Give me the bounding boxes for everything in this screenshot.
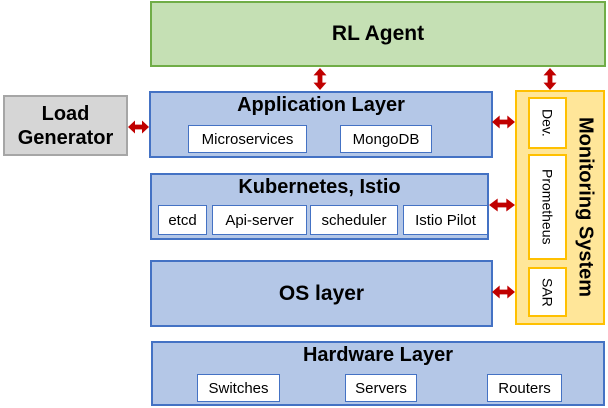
load-generator-title: Load Generator [17, 102, 114, 149]
hardware-layer-title: Hardware Layer [302, 344, 454, 366]
monitoring-system-title: Monitoring System [574, 117, 597, 298]
hardware-layer-box: Hardware Layer Switches Servers Routers [151, 341, 605, 406]
arrow-load-generator-application-layer [128, 120, 149, 134]
api-server-box: Api-server [212, 205, 307, 235]
scheduler-box: scheduler [310, 205, 398, 235]
switches-box: Switches [197, 374, 280, 402]
istio-pilot-box: Istio Pilot [403, 205, 488, 235]
servers-box: Servers [345, 374, 417, 402]
arrow-rl-agent-monitoring-system [543, 68, 557, 90]
sar-box: SAR [528, 267, 567, 317]
microservices-box: Microservices [188, 125, 307, 153]
prometheus-box: Prometheus [528, 154, 567, 260]
routers-box: Routers [487, 374, 562, 402]
arrow-kubernetes-monitoring-prometheus [489, 198, 515, 212]
dev-box: Dev. [528, 97, 567, 149]
etcd-box: etcd [158, 205, 207, 235]
mongodb-box: MongoDB [340, 125, 432, 153]
arrow-os-layer-monitoring-sar [492, 285, 515, 299]
rl-agent-box: RL Agent [150, 1, 606, 67]
monitoring-system-box: Monitoring System Dev. Prometheus SAR [515, 90, 605, 325]
application-layer-box: Application Layer Microservices MongoDB [149, 91, 493, 158]
rl-agent-title: RL Agent [331, 22, 425, 45]
os-layer-box: OS layer [150, 260, 493, 327]
arrow-rl-agent-application-layer [313, 68, 327, 90]
load-generator-box: Load Generator [3, 95, 128, 156]
arrow-application-layer-monitoring-dev [492, 115, 515, 129]
kubernetes-layer-box: Kubernetes, Istio etcd Api-server schedu… [150, 173, 489, 240]
application-layer-title: Application Layer [237, 94, 405, 116]
os-layer-title: OS layer [278, 281, 365, 305]
kubernetes-layer-title: Kubernetes, Istio [238, 176, 401, 198]
